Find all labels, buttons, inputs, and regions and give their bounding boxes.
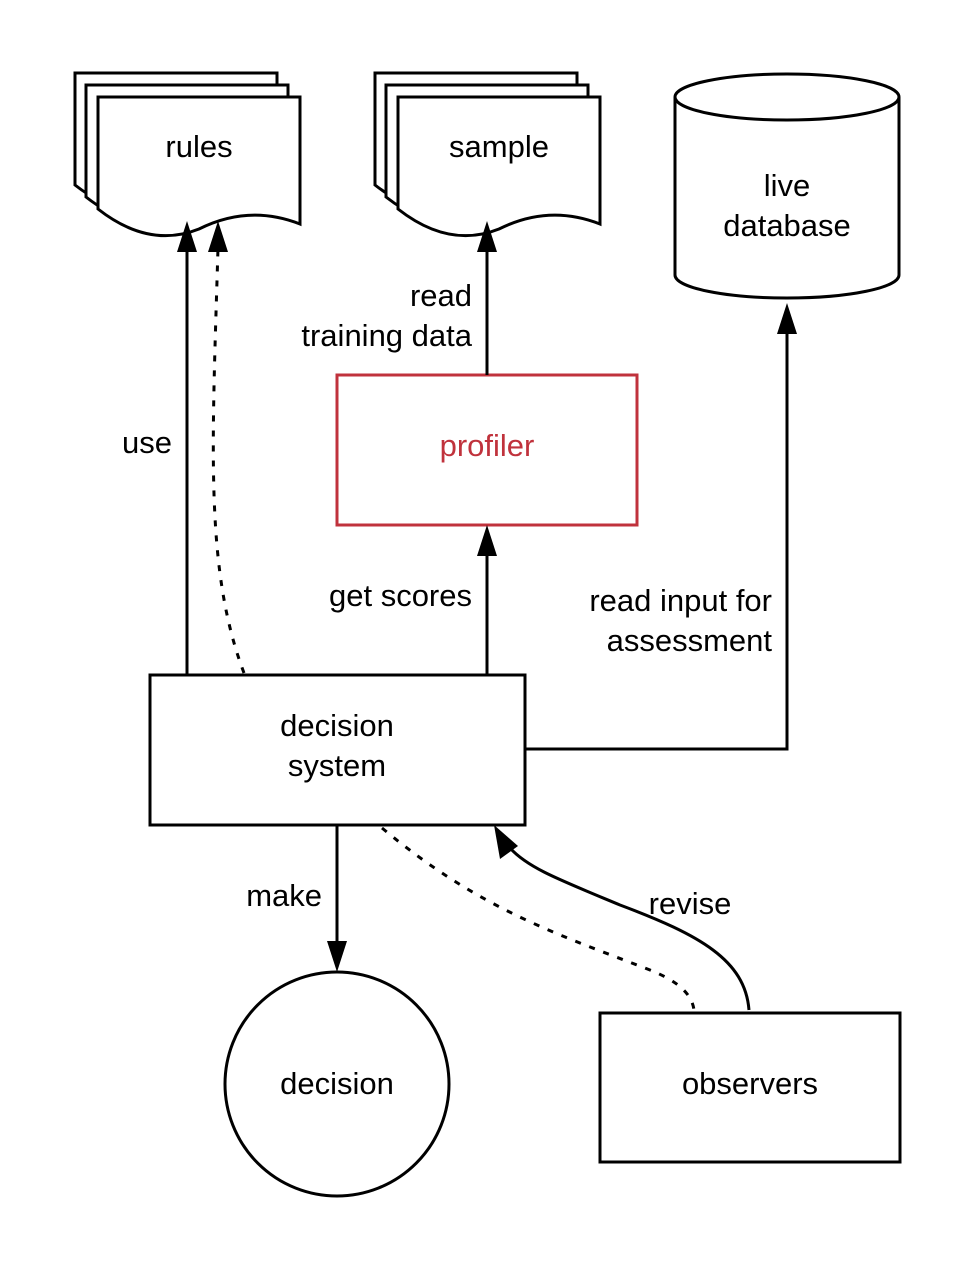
sample-document-stack[interactable]: sample xyxy=(373,71,602,238)
sample-label: sample xyxy=(449,129,549,164)
live-database-cylinder[interactable]: live database xyxy=(673,72,901,300)
live-database-label-line2: database xyxy=(723,208,851,243)
get-scores-label: get scores xyxy=(329,578,472,613)
dashed-rules-edge xyxy=(208,221,246,674)
read-training-data-label-line2: training data xyxy=(301,318,472,353)
revise-edge-label: revise xyxy=(649,886,732,921)
decision-system-label-line2: system xyxy=(288,748,386,783)
read-input-label-line2: assessment xyxy=(607,623,773,658)
live-database-label-line1: live xyxy=(764,168,811,203)
make-edge xyxy=(327,825,347,972)
decision-system-label-line1: decision xyxy=(280,708,394,743)
rules-document-stack[interactable]: rules xyxy=(73,71,302,238)
observers-label: observers xyxy=(682,1066,818,1101)
get-scores-edge xyxy=(477,525,497,675)
read-training-data-edge xyxy=(477,221,497,375)
rules-label: rules xyxy=(165,129,232,164)
decision-label: decision xyxy=(280,1066,394,1101)
use-edge xyxy=(177,221,197,675)
decision-system-box[interactable]: decision system xyxy=(148,673,527,827)
observers-box[interactable]: observers xyxy=(598,1011,902,1164)
read-input-label-line1: read input for xyxy=(589,583,772,618)
profiler-box[interactable]: profiler xyxy=(335,373,639,527)
use-edge-label: use xyxy=(122,425,172,460)
revise-edge xyxy=(494,825,751,1011)
make-edge-label: make xyxy=(246,878,322,913)
profiler-label: profiler xyxy=(440,428,535,463)
decision-circle[interactable]: decision xyxy=(223,970,451,1198)
read-input-edge xyxy=(525,303,797,751)
dashed-observers-edge xyxy=(381,826,696,1011)
read-training-data-label-line1: read xyxy=(410,278,472,313)
